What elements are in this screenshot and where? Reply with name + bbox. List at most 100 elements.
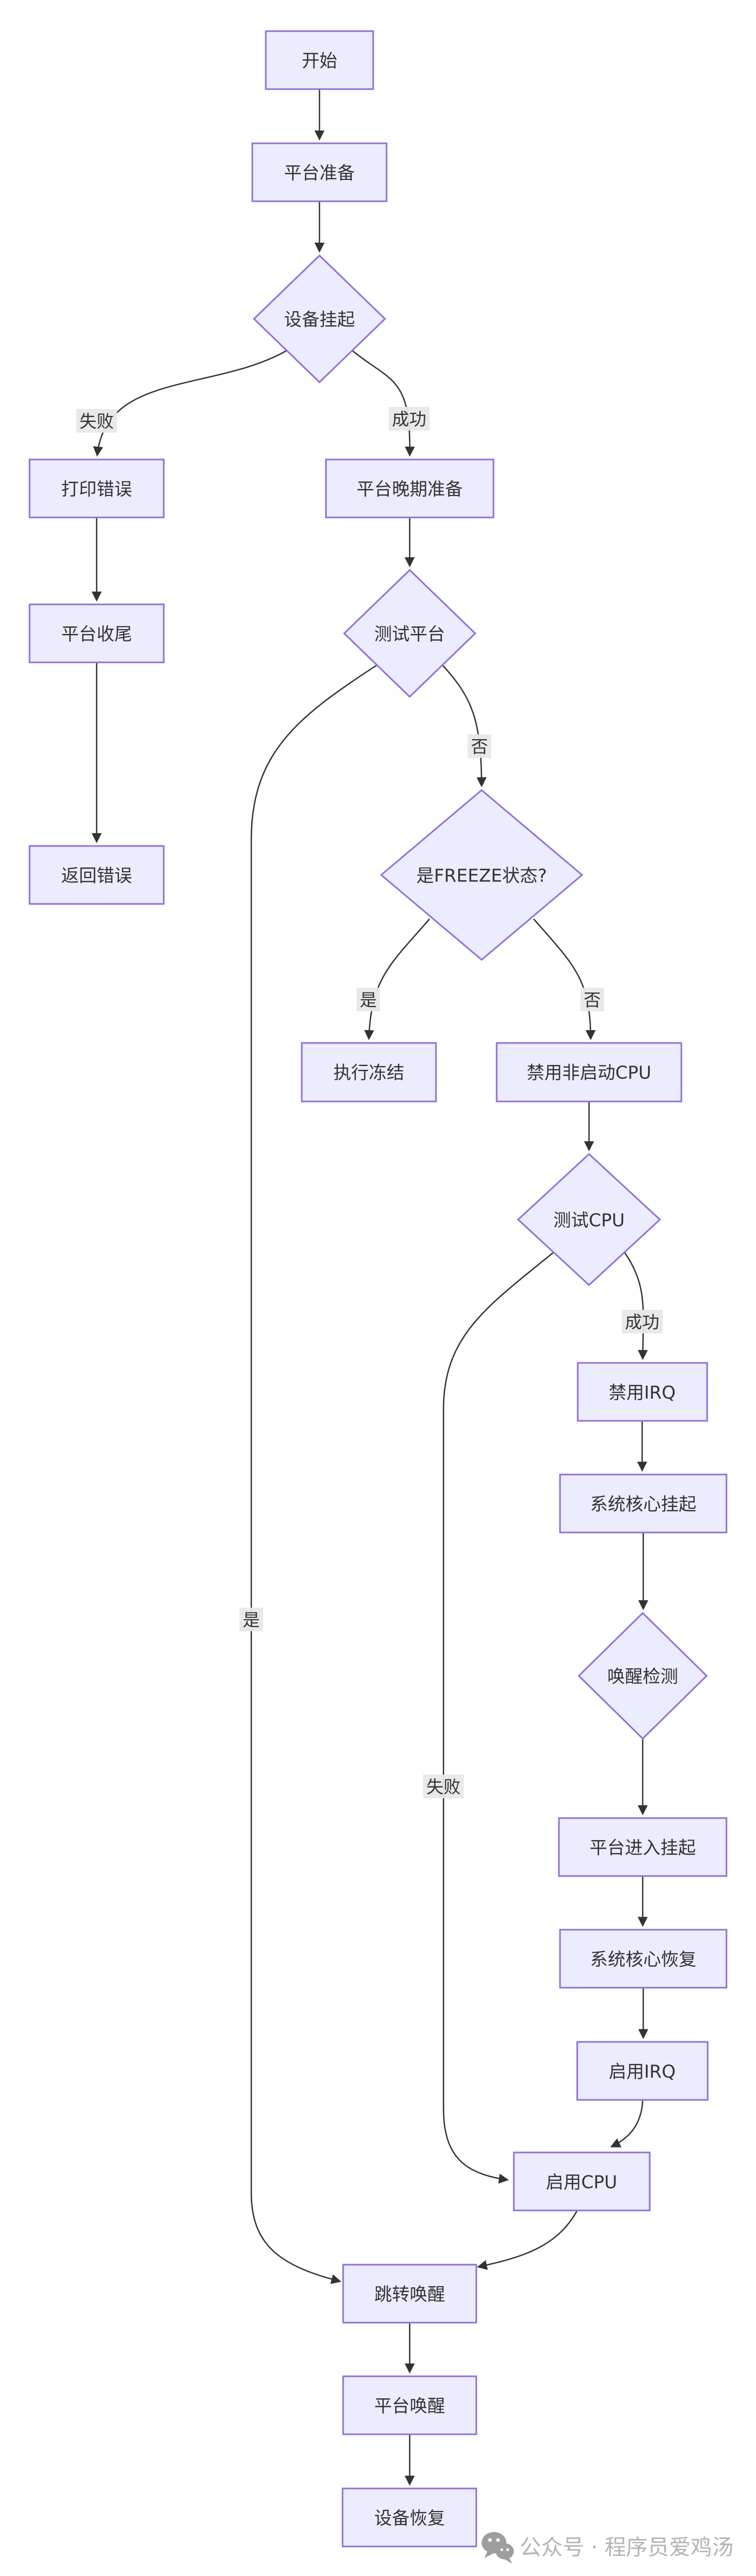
edges <box>91 89 649 2486</box>
node-box <box>559 1929 728 1989</box>
edge-label-text: 是 <box>360 990 377 1010</box>
edge-testcpu-enablecpu <box>442 1252 554 2184</box>
node-label: 设备恢复 <box>374 2508 445 2529</box>
edge-freeze-disablenonbootcpu <box>533 918 596 1040</box>
node-syscore-suspend: 系统核心挂起 <box>559 1473 728 1534</box>
wechat-eye <box>506 2548 510 2551</box>
node-test-cpu: 测试CPU <box>517 1152 662 1287</box>
node-box <box>28 458 165 519</box>
node-box <box>342 2375 477 2435</box>
watermark: 公众号 · 程序员爱鸡汤 <box>482 2532 733 2564</box>
node-diamond-shape <box>252 254 387 384</box>
node-enable-irq: 启用IRQ <box>576 2041 709 2101</box>
edge-label-fail-1: 失败 <box>76 409 117 433</box>
node-label: 平台唤醒 <box>374 2396 445 2417</box>
edge-label-bg <box>239 1608 263 1631</box>
node-label: 平台进入挂起 <box>590 1837 696 1858</box>
edge-labels: 失败 成功 否 是 否 成功 是 失败 <box>76 407 663 1798</box>
node-label: 平台收尾 <box>61 624 132 645</box>
node-freeze-check: 是FREEZE状态? <box>380 789 584 961</box>
wechat-icon <box>482 2532 514 2564</box>
node-box <box>28 845 165 905</box>
node-diamond-shape <box>380 789 584 961</box>
node-label: 测试平台 <box>374 624 445 645</box>
node-label: 启用CPU <box>546 2172 617 2193</box>
edge-label-no-freeze: 否 <box>580 988 604 1011</box>
edge-label-bg <box>357 988 380 1011</box>
node-box <box>28 603 165 663</box>
node-platform-finish: 平台收尾 <box>28 603 165 663</box>
node-device-resume: 设备恢复 <box>341 2487 477 2548</box>
edge-label-yes-long: 是 <box>239 1608 263 1631</box>
edge-testplatform-jumpwakeup <box>250 664 377 2285</box>
edge-label-yes-freeze: 是 <box>357 988 380 1011</box>
wechat-bubble-large-tail <box>484 2551 494 2558</box>
node-box <box>496 1042 682 1103</box>
node-label: 执行冻结 <box>333 1062 404 1083</box>
node-box <box>577 1362 708 1422</box>
edge-testcpu-disableirq <box>623 1252 648 1360</box>
node-disable-irq: 禁用IRQ <box>577 1362 708 1422</box>
node-label: 平台晚期准备 <box>357 479 463 500</box>
wechat-bubble-small <box>496 2543 514 2559</box>
edge-label-bg <box>468 734 491 758</box>
node-box <box>301 1042 437 1103</box>
edge-freeze-dofreeze <box>364 918 430 1040</box>
edge-label-no-1: 否 <box>468 734 491 758</box>
node-platform-late-prepare: 平台晚期准备 <box>325 458 495 519</box>
node-label: 禁用IRQ <box>609 1382 676 1403</box>
edge-testplatform-freeze <box>442 665 487 787</box>
node-start: 开始 <box>265 30 374 90</box>
node-box <box>265 30 374 90</box>
node-box <box>342 2264 477 2324</box>
node-platform-wakeup: 平台唤醒 <box>342 2375 477 2435</box>
wechat-bubble-small-tail <box>505 2558 512 2564</box>
node-do-freeze: 执行冻结 <box>301 1042 437 1103</box>
edge-label-bg <box>622 1310 663 1333</box>
node-box <box>576 2041 709 2101</box>
node-label: 唤醒检测 <box>607 1666 678 1687</box>
edge-label-text: 失败 <box>426 1777 461 1797</box>
watermark-text: 公众号 · 程序员爱鸡汤 <box>520 2535 733 2560</box>
node-label: 打印错误 <box>61 479 132 500</box>
node-platform-prepare: 平台准备 <box>251 142 388 202</box>
edge-label-bg <box>580 988 604 1011</box>
node-wakeup-check: 唤醒检测 <box>577 1611 708 1740</box>
node-print-error: 打印错误 <box>28 458 165 519</box>
node-box <box>558 1817 728 1877</box>
node-jump-wakeup: 跳转唤醒 <box>342 2264 477 2324</box>
edge-enablecpu-jumpwakeup <box>477 2210 578 2270</box>
edge-devicesuspend-printerror <box>93 349 287 457</box>
node-enable-cpu: 启用CPU <box>513 2151 651 2212</box>
node-label: 测试CPU <box>553 1210 624 1231</box>
node-label: 系统核心恢复 <box>590 1949 696 1970</box>
edge-label-text: 成功 <box>625 1312 659 1332</box>
node-label: 启用IRQ <box>609 2061 676 2082</box>
node-platform-enter-suspend: 平台进入挂起 <box>558 1817 728 1877</box>
node-label: 返回错误 <box>61 865 132 886</box>
node-syscore-resume: 系统核心恢复 <box>559 1929 728 1989</box>
node-label: 系统核心挂起 <box>590 1494 696 1515</box>
node-label: 禁用非启动CPU <box>527 1062 651 1083</box>
edge-enableirq-enablecpu <box>610 2099 644 2148</box>
edge-label-bg <box>76 409 117 433</box>
node-device-suspend: 设备挂起 <box>252 254 387 384</box>
node-label: 是FREEZE状态? <box>416 865 547 886</box>
node-disable-nonboot-cpu: 禁用非启动CPU <box>496 1042 682 1103</box>
nodes: 开始 平台准备 设备挂起 打印错误 平台晚期准备 平台收尾 测试平台 返回错误 <box>28 30 728 2548</box>
edge-label-fail-2: 失败 <box>423 1775 464 1798</box>
edge-label-success-2: 成功 <box>622 1310 663 1333</box>
node-label: 跳转唤醒 <box>374 2284 445 2305</box>
edge-label-success-1: 成功 <box>389 407 430 430</box>
edge-label-text: 失败 <box>79 411 114 432</box>
edge-label-text: 是 <box>243 1610 260 1630</box>
node-box <box>325 458 495 519</box>
node-box <box>513 2151 651 2212</box>
node-diamond-shape <box>517 1152 662 1287</box>
edge-label-text: 否 <box>584 990 601 1010</box>
node-return-error: 返回错误 <box>28 845 165 905</box>
edge-devicesuspend-lateprepare <box>352 350 415 457</box>
node-label: 平台准备 <box>284 163 355 184</box>
node-box <box>341 2487 477 2548</box>
